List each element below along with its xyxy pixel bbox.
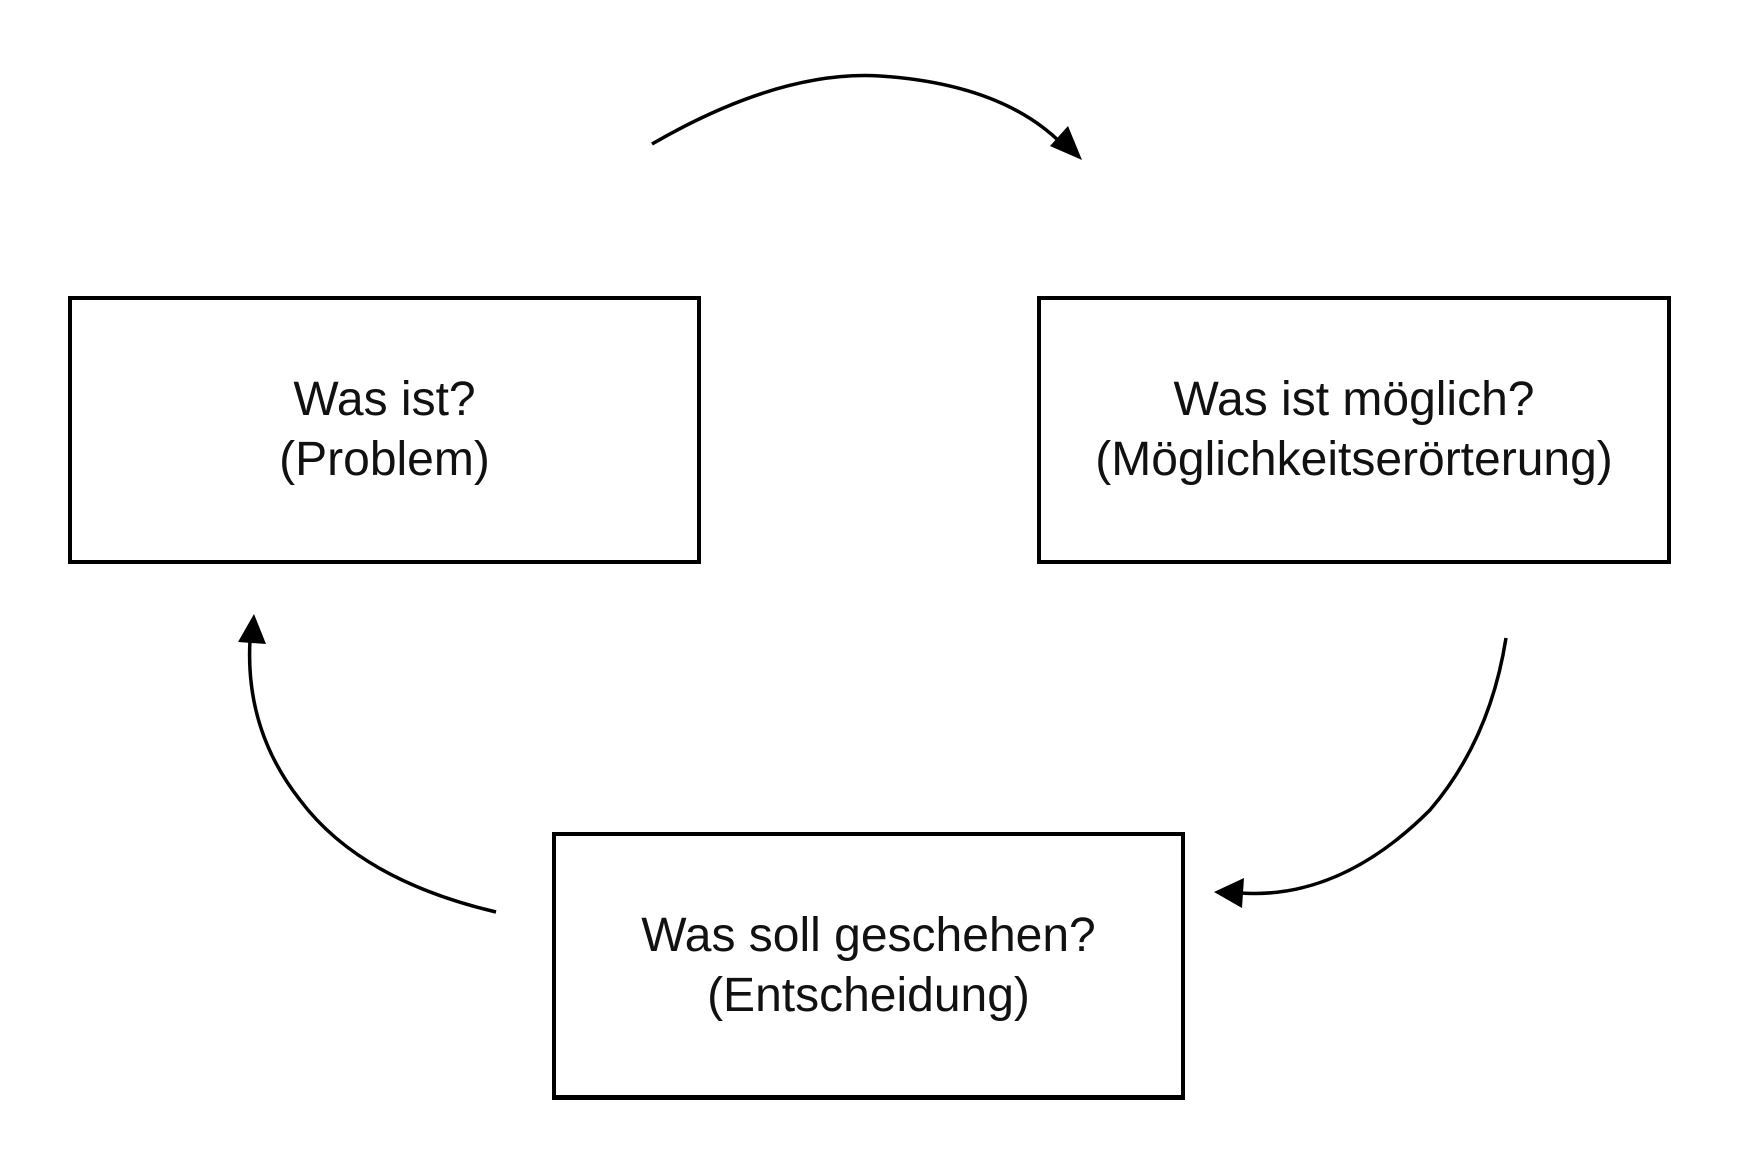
arrowhead-decision	[1214, 878, 1244, 908]
node-decision-title: Was soll geschehen?	[641, 908, 1096, 962]
node-problem-subtitle: (Problem)	[279, 433, 490, 486]
arrowhead-possibilities	[1050, 126, 1082, 160]
arrow-problem-to-possibilities	[651, 73, 1062, 146]
arrow-decision-to-problem	[247, 639, 497, 914]
arrowhead-problem	[238, 614, 266, 644]
node-problem: Was ist? (Problem)	[68, 296, 701, 564]
node-problem-title: Was ist?	[293, 373, 476, 426]
node-possibilities: Was ist möglich? (Möglichkeitserörterung…	[1037, 296, 1671, 564]
node-possibilities-title: Was ist möglich?	[1173, 373, 1535, 426]
node-decision-subtitle: (Entscheidung)	[707, 968, 1030, 1022]
arrow-possibilities-to-decision	[1239, 637, 1508, 896]
node-possibilities-subtitle: (Möglichkeitserörterung)	[1095, 433, 1613, 486]
node-decision: Was soll geschehen? (Entscheidung)	[552, 832, 1185, 1100]
